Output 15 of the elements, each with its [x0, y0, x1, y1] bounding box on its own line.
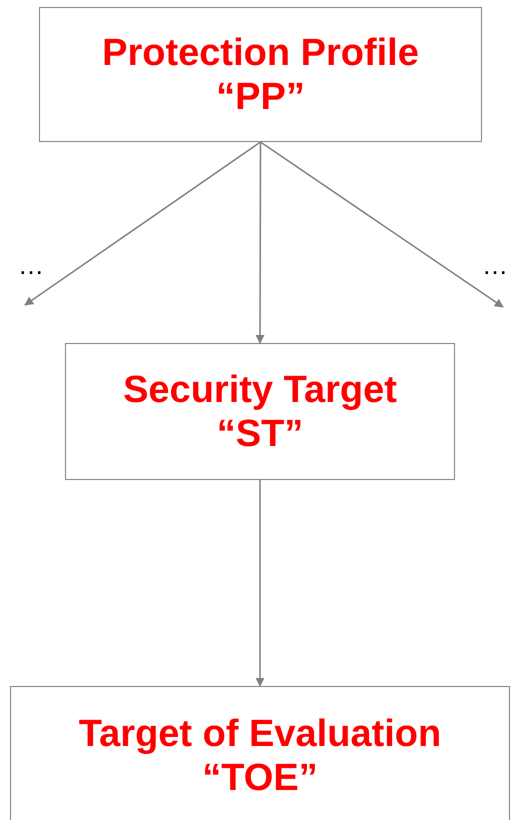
box-title: Protection Profile [102, 30, 419, 74]
acronym-text: “PP” [216, 74, 305, 118]
text-box [10, 686, 510, 820]
acronym-text: “ST” [216, 412, 304, 456]
text-box [65, 343, 455, 480]
ellipsis-text: … [18, 250, 44, 280]
arrow [24, 141, 261, 306]
box-title: Target of Evaluation [78, 712, 442, 756]
acronym-text: “TOE” [202, 756, 318, 800]
box-title: Security Target [123, 368, 397, 412]
arrow [256, 480, 264, 687]
text-box [39, 7, 482, 142]
arrow [256, 142, 265, 344]
ellipsis-text: … [482, 250, 508, 280]
arrow [260, 141, 504, 308]
